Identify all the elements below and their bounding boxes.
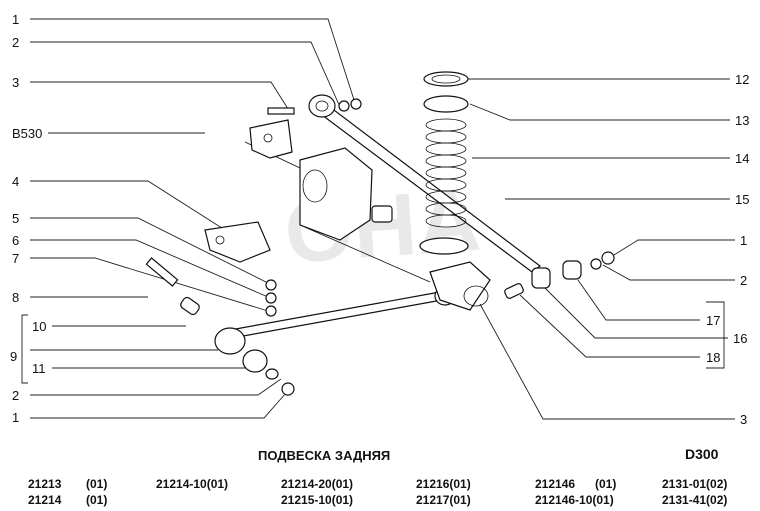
model-cell: 2131-41(02)	[662, 493, 728, 507]
model-cell: 21214-20(01)	[281, 477, 354, 491]
diagram-title: ПОДВЕСКА ЗАДНЯЯ	[258, 448, 391, 463]
leader-lines	[30, 18, 735, 420]
group-brackets	[21, 301, 725, 384]
bracket-4	[204, 221, 271, 263]
model-cell: 212146-10(01)	[535, 493, 614, 507]
model-cell: 21217(01)	[416, 493, 471, 507]
callout-8: 8	[12, 290, 19, 305]
diagram-code: D300	[685, 446, 719, 462]
callout-b530: B530	[12, 126, 42, 141]
callout-6: 6	[12, 233, 19, 248]
model-cell: 21215-10(01)	[281, 493, 354, 507]
small-parts	[145, 98, 615, 396]
callout-5: 5	[12, 211, 19, 226]
model-cell: (01)	[595, 477, 617, 491]
model-cell: 21214-10(01)	[156, 477, 229, 491]
callout-2-top: 2	[12, 35, 19, 50]
callout-3-right: 3	[740, 412, 747, 427]
callout-13: 13	[735, 113, 749, 128]
callout-1-right: 1	[740, 233, 747, 248]
callout-3: 3	[12, 75, 19, 90]
callout-18: 18	[706, 350, 720, 365]
callout-16: 16	[733, 331, 747, 346]
callout-7: 7	[12, 251, 19, 266]
callout-1-bottom: 1	[12, 410, 19, 425]
callout-14: 14	[735, 151, 749, 166]
model-cell: (01)	[86, 477, 108, 491]
model-cell: 21216(01)	[416, 477, 471, 491]
callout-2-bottom: 2	[12, 388, 19, 403]
callout-11: 11	[32, 361, 46, 376]
callout-4: 4	[12, 174, 19, 189]
bracket-b530	[249, 119, 293, 159]
left-callouts: 1 2 3 B530 4 5 6 7 8 10 9 11 2 1	[10, 12, 46, 425]
callout-2-right: 2	[740, 273, 747, 288]
lower-link-rod	[214, 286, 456, 355]
coil-spring	[419, 71, 469, 255]
callout-15: 15	[735, 192, 749, 207]
callout-1-top: 1	[12, 12, 19, 27]
model-cell: (01)	[86, 493, 108, 507]
callout-12: 12	[735, 72, 749, 87]
model-cell: 212146	[535, 477, 576, 491]
callout-9: 9	[10, 349, 17, 364]
model-cell: 2131-01(02)	[662, 477, 728, 491]
callout-17: 17	[706, 313, 720, 328]
model-cell: 21213	[28, 477, 62, 491]
right-callouts: 12 13 14 15 1 2 17 16 18 3	[706, 72, 749, 427]
callout-10: 10	[32, 319, 46, 334]
model-cell: 21214	[28, 493, 62, 507]
axle-housing	[244, 141, 491, 311]
